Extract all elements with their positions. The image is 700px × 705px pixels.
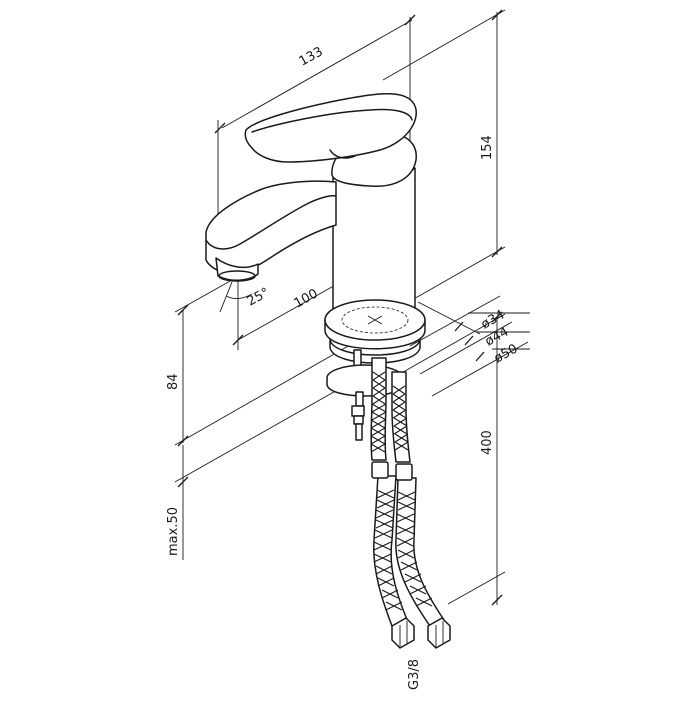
label-total-height: 154: [480, 135, 495, 160]
label-max-counter: max.50: [166, 507, 181, 556]
label-spout-reach: 100: [292, 286, 321, 311]
faucet-spout: [205, 180, 337, 282]
braided-hoses: [370, 357, 451, 649]
label-spout-height: 84: [166, 373, 181, 390]
label-hose-length: 400: [480, 430, 495, 455]
label-thread: G3/8: [407, 659, 422, 690]
braid-pattern: [370, 371, 433, 611]
faucet-lever-handle: [244, 93, 417, 163]
label-handle-length: 133: [297, 44, 326, 69]
faucet-body: [331, 133, 417, 325]
label-spout-angle: 25°: [245, 285, 272, 309]
